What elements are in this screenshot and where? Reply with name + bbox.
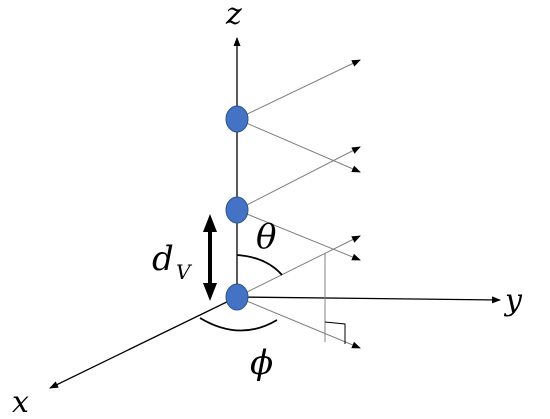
- x-axis: [49, 296, 238, 389]
- antenna-element-middle: [225, 196, 249, 224]
- ray-mid-lower: [236, 209, 361, 261]
- antenna-element-top: [225, 105, 249, 133]
- x-axis-label: x: [12, 385, 29, 419]
- theta-label: θ: [256, 217, 276, 257]
- z-axis-label: z: [225, 0, 242, 32]
- ray-bottom-lower: [236, 296, 361, 349]
- ray-mid-upper: [236, 146, 361, 211]
- spacing-label-subscript: V: [176, 260, 193, 284]
- y-axis-label: y: [503, 283, 523, 318]
- ray-bottom-upper: [236, 235, 361, 298]
- theta-arc: [236, 254, 283, 276]
- ray-top-lower: [236, 118, 361, 173]
- phi-arc: [199, 317, 278, 332]
- right-angle-mark: [324, 321, 346, 344]
- spacing-arrow-head-top: [203, 214, 217, 232]
- phi-label: ϕ: [250, 343, 273, 383]
- spacing-arrow-head-bottom: [203, 283, 217, 301]
- ray-top-upper: [236, 59, 361, 120]
- spacing-label: d: [152, 239, 174, 279]
- y-axis: [236, 296, 501, 304]
- antenna-element-bottom: [225, 283, 249, 311]
